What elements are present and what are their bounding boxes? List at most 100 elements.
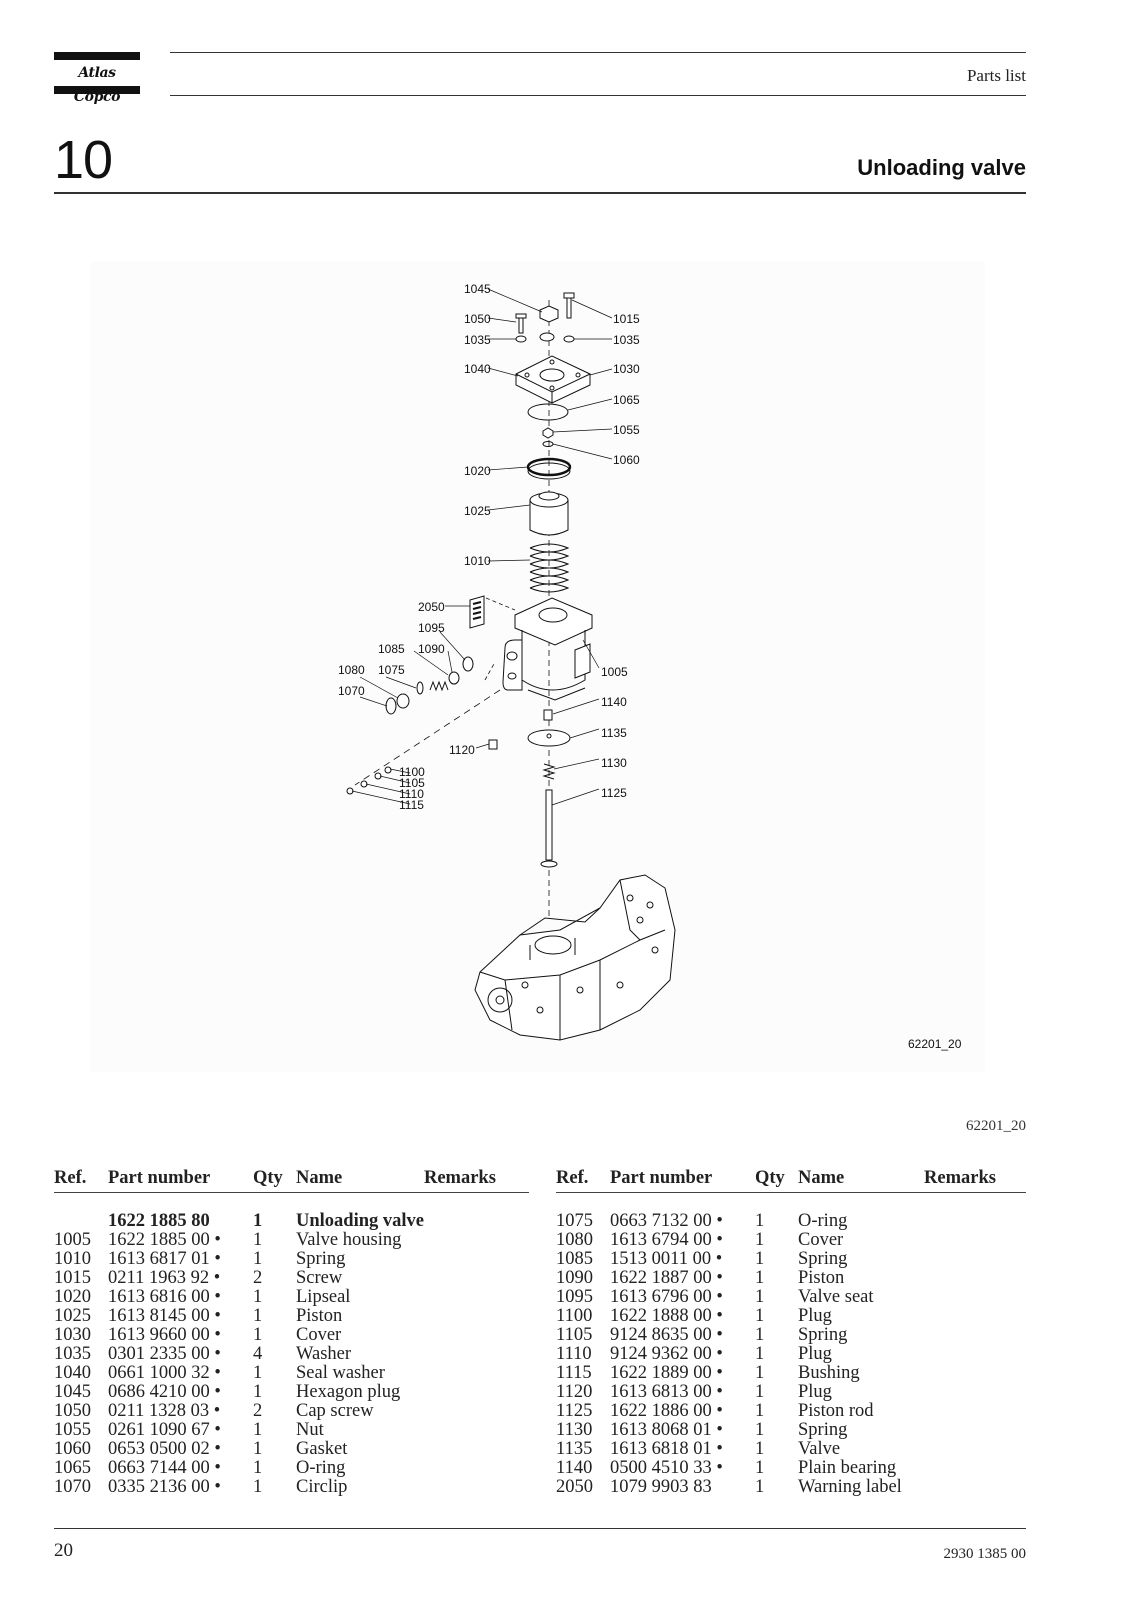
cell-ref: 1095	[556, 1287, 593, 1307]
cell-name: Plain bearing	[798, 1458, 897, 1478]
cell-qty: 1	[755, 1458, 765, 1478]
cell-part-number: 0686 4210 00 •	[108, 1382, 221, 1402]
chapter-title: Unloading valve	[857, 155, 1026, 180]
col-ref: Ref.	[556, 1168, 610, 1193]
cell-ref: 1065	[54, 1458, 91, 1478]
cell-qty: 4	[253, 1344, 263, 1364]
cell-name: Cap screw	[296, 1401, 374, 1421]
table-spacer-row	[556, 1193, 1026, 1213]
cell-ref: 1040	[54, 1363, 91, 1383]
cell-name: Lipseal	[296, 1287, 351, 1307]
col-qty: Qty	[253, 1168, 296, 1193]
callout-2050: 2050	[418, 600, 445, 614]
cell-ref: 1060	[54, 1439, 91, 1459]
cell-name: Nut	[296, 1420, 324, 1440]
cell-remarks	[924, 1364, 1026, 1383]
cell-name: O-ring	[798, 1211, 848, 1231]
cell-qty: 1	[253, 1306, 263, 1326]
cell-part-number: 1622 1885 80	[108, 1211, 210, 1231]
cell-name: Valve	[798, 1439, 841, 1459]
washer-1035-left	[515, 335, 527, 343]
callout-1115: 1115	[399, 798, 424, 812]
gasket-1060	[542, 441, 554, 447]
cell-qty: 1	[253, 1458, 263, 1478]
cell-remarks	[424, 1269, 529, 1288]
cell-qty: 1	[755, 1363, 765, 1383]
col-qty: Qty	[755, 1168, 798, 1193]
spring-1130	[542, 763, 556, 780]
cell-qty: 1	[755, 1382, 765, 1402]
cell-qty: 1	[755, 1439, 765, 1459]
cell-part-number: 1622 1889 00 •	[610, 1363, 723, 1383]
cell-name: Spring	[296, 1249, 346, 1269]
cell-part-number: 0335 2136 00 •	[108, 1477, 221, 1497]
cell-ref: 1135	[556, 1439, 593, 1459]
cell-name: Hexagon plug	[296, 1382, 401, 1402]
cell-ref: 1030	[54, 1325, 91, 1345]
callout-1050: 1050	[464, 312, 491, 326]
cell-name: Washer	[296, 1344, 352, 1364]
cell-remarks	[424, 1250, 529, 1269]
valve-housing-1005	[502, 597, 593, 701]
cell-remarks	[924, 1402, 1026, 1421]
cell-name: Unloading valve	[296, 1211, 424, 1231]
parts-table-left: Ref. Part number Qty Name Remarks 1622 1…	[54, 1168, 529, 1497]
plain-bearing-1140	[543, 709, 553, 721]
callout-1135: 1135	[601, 726, 627, 740]
cell-qty: 1	[755, 1477, 765, 1497]
brand-logo: Atlas Copco	[54, 52, 140, 105]
parts-table-header: Ref. Part number Qty Name Remarks	[54, 1168, 529, 1193]
spring-1085	[429, 680, 449, 692]
compressor-element	[474, 874, 676, 1041]
callout-1030: 1030	[613, 362, 640, 376]
cell-name: Cover	[296, 1325, 342, 1345]
cell-ref: 1045	[54, 1382, 91, 1402]
parts-table-header: Ref. Part number Qty Name Remarks	[556, 1168, 1026, 1193]
cell-name: Plug	[798, 1382, 832, 1402]
callout-1100: 1100	[399, 765, 425, 779]
piston-1090	[448, 671, 460, 685]
section-label: Parts list	[966, 66, 1026, 85]
cell-remarks	[924, 1345, 1026, 1364]
cell-ref: 1015	[54, 1268, 91, 1288]
cell-part-number: 1513 0011 00 •	[610, 1249, 723, 1269]
cell-ref: 1025	[54, 1306, 91, 1326]
cell-ref: 1070	[54, 1477, 91, 1497]
cell-name: Valve seat	[798, 1287, 874, 1307]
chapter-rule	[54, 192, 1026, 194]
cell-qty: 1	[253, 1325, 263, 1345]
cell-qty: 1	[253, 1420, 263, 1440]
cell-ref: 1020	[54, 1287, 91, 1307]
cell-ref: 1080	[556, 1230, 593, 1250]
callout-1110: 1110	[399, 787, 424, 801]
plug-1120	[488, 739, 498, 750]
cell-part-number: 0211 1328 03 •	[108, 1401, 221, 1421]
cell-ref: 1110	[556, 1344, 592, 1364]
callout-1010: 1010	[464, 554, 491, 568]
callout-1045: 1045	[464, 282, 491, 296]
cover-1080	[396, 693, 410, 709]
callout-1130: 1130	[601, 756, 627, 770]
callout-1055: 1055	[613, 423, 640, 437]
callout-1095: 1095	[418, 621, 445, 635]
document-number: 2930 1385 00	[943, 1546, 1027, 1562]
cell-name: Warning label	[798, 1477, 902, 1497]
cell-qty: 1	[253, 1249, 263, 1269]
cell-part-number: 1613 6813 00 •	[610, 1382, 723, 1402]
callout-1060: 1060	[613, 453, 640, 467]
cell-name: Spring	[798, 1249, 848, 1269]
callout-1075: 1075	[378, 663, 405, 677]
cell-part-number: 9124 9362 00 •	[610, 1344, 723, 1364]
